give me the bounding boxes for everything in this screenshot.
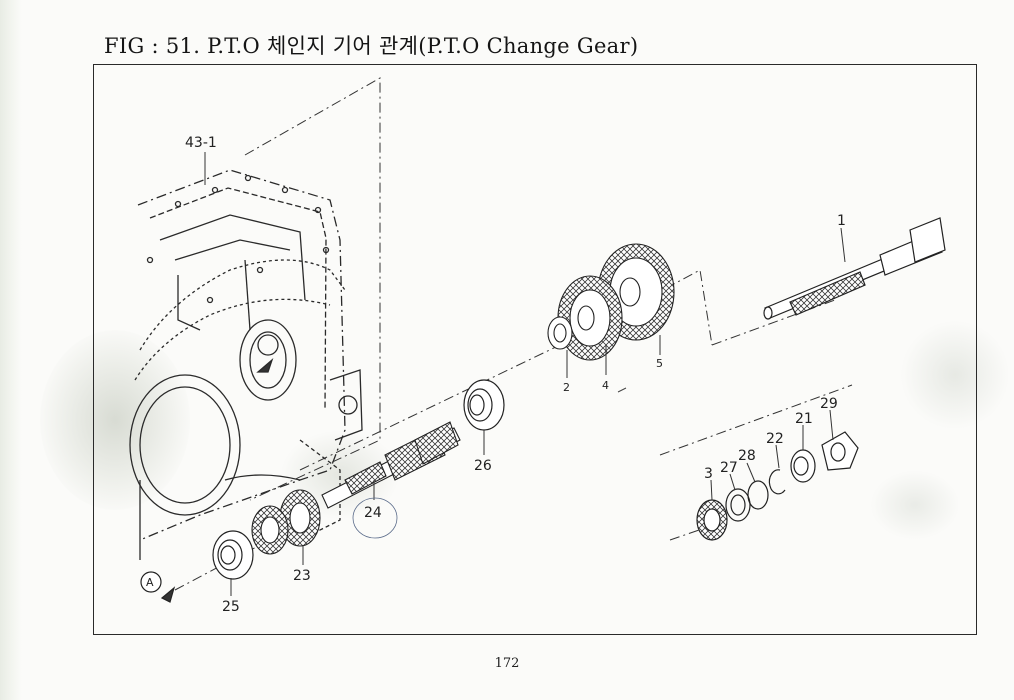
- transmission-housing: [129, 169, 363, 560]
- collar-2: [547, 316, 573, 350]
- paper-stain: [870, 470, 960, 540]
- callout-4: 4: [602, 379, 609, 392]
- callout-3: 3: [704, 466, 713, 482]
- ring-28: [747, 480, 769, 510]
- callout-43-1: 43-1: [185, 135, 217, 151]
- page-edge-shadow: [0, 0, 22, 700]
- callout-2: 2: [563, 381, 570, 394]
- pencil-mark: [617, 387, 627, 393]
- callout-27: 27: [720, 460, 738, 476]
- gear-4: [557, 275, 623, 361]
- page-number: 172: [494, 656, 520, 671]
- counter-shaft-24: [321, 421, 461, 509]
- figure-title: FIG : 51. P.T.O 체인지 기어 관계(P.T.O Change G…: [104, 34, 639, 58]
- main-shaft: [763, 217, 946, 320]
- pencil-circle-mark: [352, 497, 398, 539]
- callout-24: 24: [364, 505, 382, 521]
- cover-plate-29: [821, 431, 859, 471]
- double-gear-23: [251, 489, 321, 555]
- callout-26: 26: [474, 458, 492, 474]
- callout-1: 1: [837, 213, 846, 229]
- callout-28: 28: [738, 448, 756, 464]
- ring-27: [725, 488, 751, 522]
- bearing-25: [212, 530, 254, 580]
- callout-25: 25: [222, 599, 240, 615]
- callout-22: 22: [766, 431, 784, 447]
- seal-3: [696, 499, 728, 541]
- callout-21: 21: [795, 411, 813, 427]
- callout-5: 5: [656, 357, 663, 370]
- view-marker-label: A: [146, 576, 154, 589]
- callout-23: 23: [293, 568, 311, 584]
- snap-ring-22: [768, 469, 786, 495]
- bearing-21: [790, 449, 816, 483]
- callout-29: 29: [820, 396, 838, 412]
- view-marker-a: [140, 571, 176, 603]
- paper-stain: [40, 330, 190, 510]
- diagram-frame: [93, 64, 977, 635]
- paper-stain: [900, 320, 1010, 430]
- bearing-26: [463, 379, 505, 431]
